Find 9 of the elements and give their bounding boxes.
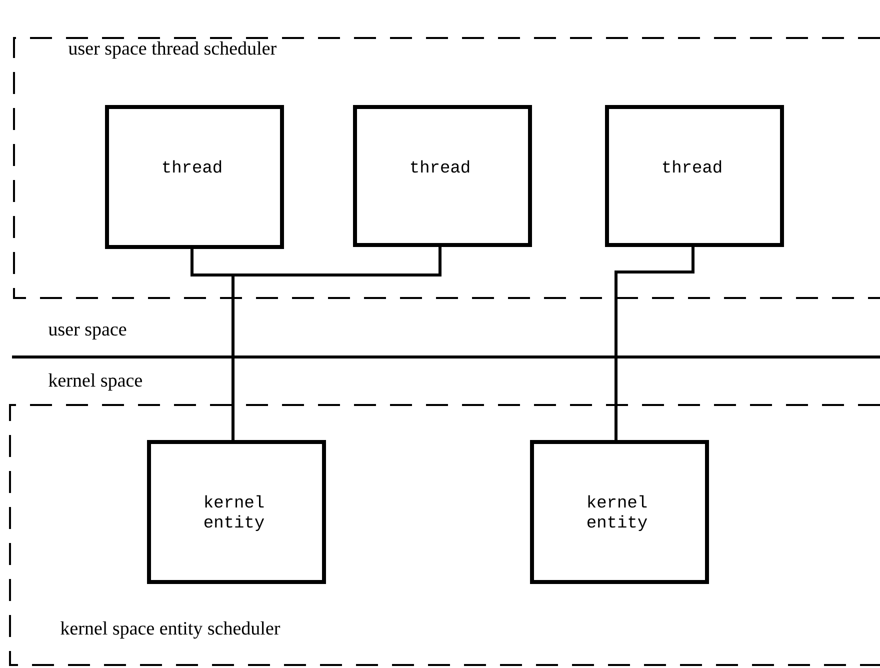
connector-line [232, 247, 442, 440]
process-box: kernel entity [147, 440, 326, 584]
process-box: thread [353, 105, 532, 247]
connector-line [614, 247, 694, 440]
process-box: thread [105, 105, 284, 249]
region-label: user space [48, 326, 126, 340]
region-label: kernel space [48, 373, 142, 391]
process-box: thread [605, 105, 784, 247]
process-box: kernel entity [530, 440, 709, 584]
